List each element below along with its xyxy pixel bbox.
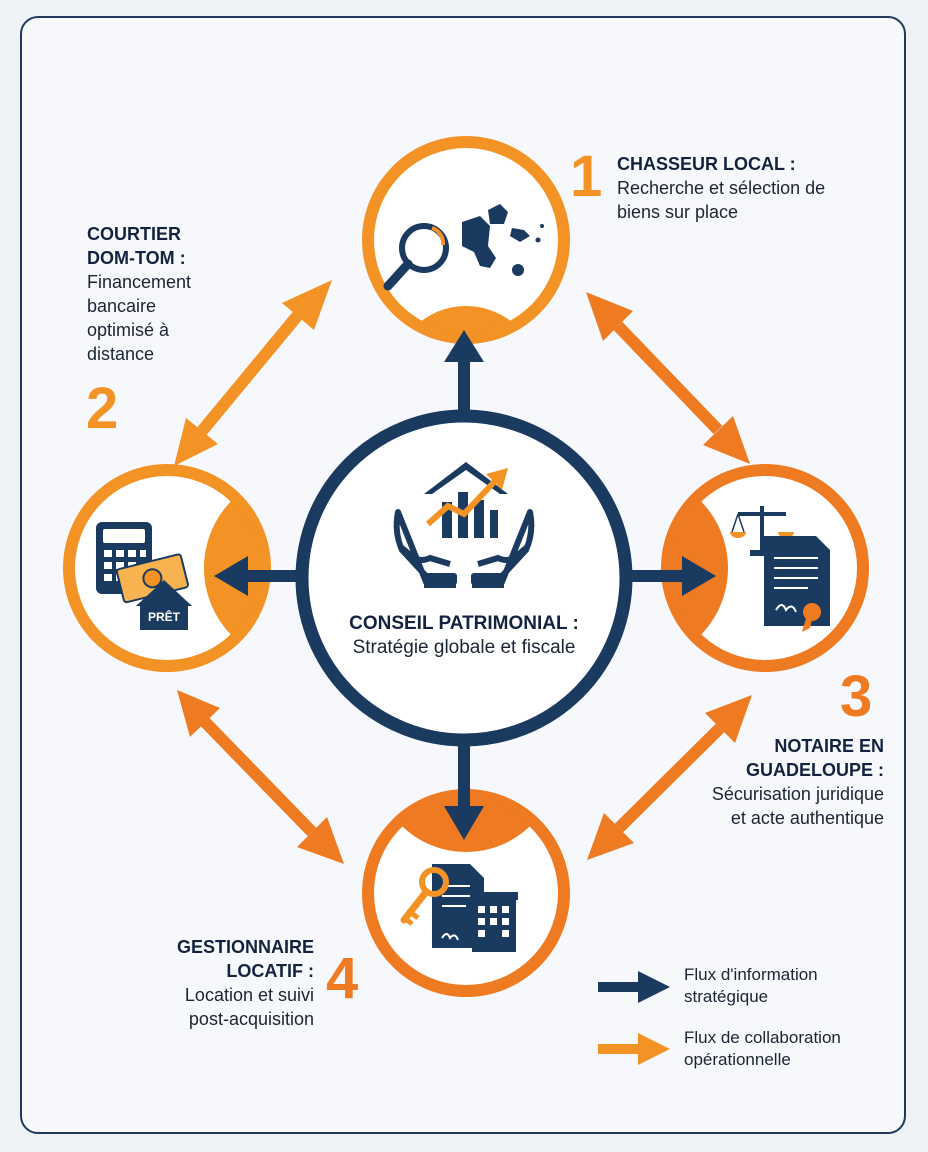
legend-info-label: Flux d'information stratégique <box>684 965 818 1006</box>
step-number-4: 4 <box>326 946 359 1011</box>
node-2-circle: PRÊT <box>63 464 271 672</box>
node-4-text: GESTIONNAIRE LOCATIF : Location et suivi… <box>140 935 314 1031</box>
collab-arrow-3-4 <box>587 695 752 860</box>
center-text: CONSEIL PATRIMONIAL : Stratégie globale … <box>318 612 610 660</box>
calculator-loan-icon: PRÊT <box>96 522 192 630</box>
center-title: CONSEIL PATRIMONIAL : <box>349 613 579 634</box>
node-1-title: CHASSEUR LOCAL : <box>617 154 796 174</box>
info-arrow-right <box>628 556 716 596</box>
center-circle <box>295 409 633 747</box>
node-3-circle <box>661 464 869 672</box>
node-3-title: NOTAIRE EN GUADELOUPE : <box>745 736 884 780</box>
node-2-description: Financement bancaire optimisé à distance <box>87 272 192 364</box>
step-number-2: 2 <box>86 376 119 441</box>
step-number-3: 3 <box>840 664 873 729</box>
legend-arrow-info <box>598 971 670 1003</box>
node-3-description: Sécurisation juridique et acte authentiq… <box>711 784 884 828</box>
node-2-title: COURTIER DOM-TOM : <box>87 224 186 268</box>
legend-collab-label: Flux de collaboration opérationnelle <box>684 1028 841 1069</box>
collab-arrow-1-3 <box>586 292 750 464</box>
collab-arrow-2-4 <box>177 690 344 864</box>
node-4-circle <box>362 789 570 997</box>
keys-document-building-icon <box>400 864 518 952</box>
info-arrow-left <box>214 556 300 596</box>
step-number-1: 1 <box>570 144 603 209</box>
house-growth-hands-icon <box>393 462 535 588</box>
node-4-description: Location et suivi post-acquisition <box>184 985 314 1029</box>
info-arrow-down <box>444 740 484 840</box>
node-1-text: CHASSEUR LOCAL : Recherche et sélection … <box>617 152 847 224</box>
loan-label: PRÊT <box>148 609 181 624</box>
node-4-title: GESTIONNAIRE LOCATIF : <box>176 937 314 981</box>
node-1-description: Recherche et sélection de biens sur plac… <box>617 178 826 222</box>
node-2-text: COURTIER DOM-TOM : Financement bancaire … <box>87 222 227 366</box>
node-1-circle <box>362 136 570 344</box>
magnifier-map-icon <box>383 204 544 291</box>
collab-arrow-1-2 <box>174 280 332 466</box>
scales-contract-icon <box>730 506 830 632</box>
legend-arrow-collab <box>598 1033 670 1065</box>
node-3-text: NOTAIRE EN GUADELOUPE : Sécurisation jur… <box>700 734 884 830</box>
center-subtitle: Stratégie globale et fiscale <box>352 637 576 658</box>
info-arrow-up <box>444 330 484 415</box>
